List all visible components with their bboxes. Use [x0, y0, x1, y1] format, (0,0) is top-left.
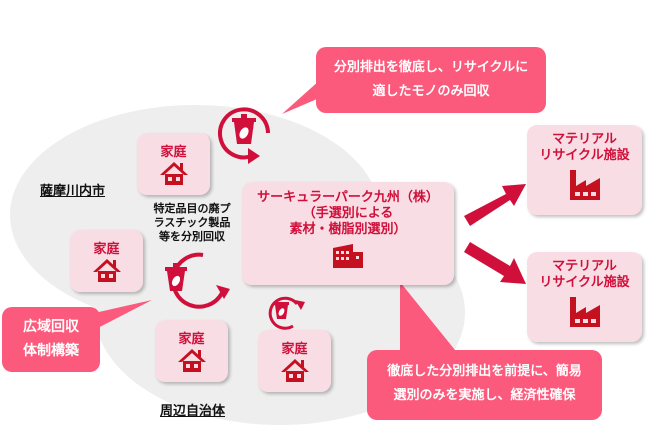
callout-left-pointer	[90, 300, 152, 332]
facility-line2: リサイクル施設	[539, 275, 630, 290]
callout-top: 分別排出を徹底し、リサイクルに 適したモノのみ回収	[316, 47, 546, 113]
circular-park-kyushu-card: サーキュラーパーク九州（株） （手選別による 素材・樹脂別選別）	[242, 182, 454, 285]
household-label: 家庭	[93, 242, 120, 257]
material-recycling-facility-card: マテリアル リサイクル施設	[527, 125, 642, 215]
house-icon	[177, 349, 206, 372]
callout-top-line2: 適したモノのみ回収	[372, 84, 490, 99]
callout-bottom: 徹底した分別排出を前提に、簡易 選別のみを実施し、経済性確保	[367, 350, 602, 420]
center-line2: （手選別による	[302, 206, 394, 221]
household-card: 家庭	[137, 133, 210, 195]
region-label-satsumasendai: 薩摩川内市	[40, 184, 106, 199]
callout-bottom-pointer	[400, 282, 455, 350]
callout-bottom-line1: 徹底した分別排出を前提に、簡易	[387, 364, 582, 379]
arrow-to-facility-top	[464, 184, 526, 226]
house-icon	[92, 259, 121, 282]
household-card: 家庭	[258, 330, 331, 392]
recycle-bin-cycle-icon	[218, 107, 270, 164]
building-icon	[333, 244, 363, 268]
household-label: 家庭	[281, 342, 308, 357]
callout-left-line1: 広域回収	[23, 319, 79, 335]
facility-line1: マテリアル	[552, 259, 617, 274]
house-icon	[159, 162, 188, 185]
recycle-bin-cycle-icon	[165, 252, 230, 309]
collection-note-line2: ラスチック製品	[153, 216, 231, 229]
collection-note-line3: 等を分別回収	[159, 230, 225, 243]
arrow-to-facility-bottom	[464, 242, 526, 284]
center-line3: 素材・樹脂別選別）	[289, 222, 407, 237]
recycle-bin-cycle-icon	[268, 296, 305, 330]
household-label: 家庭	[160, 145, 187, 160]
material-recycling-facility-card: マテリアル リサイクル施設	[527, 252, 642, 342]
house-icon	[280, 359, 309, 382]
factory-icon	[569, 297, 600, 327]
facility-line1: マテリアル	[552, 132, 617, 147]
region-label-surrounding: 周辺自治体	[160, 404, 226, 419]
collection-note-line1: 特定品目の廃プ	[153, 202, 231, 215]
household-label: 家庭	[178, 332, 205, 347]
collection-note: 特定品目の廃プ ラスチック製品 等を分別回収	[142, 202, 242, 244]
center-line1: サーキュラーパーク九州（株）	[257, 190, 439, 205]
factory-icon	[569, 170, 600, 200]
callout-bottom-line2: 選別のみを実施し、経済性確保	[393, 388, 576, 403]
callout-left-line2: 体制構築	[23, 343, 79, 359]
household-card: 家庭	[155, 320, 228, 382]
household-card: 家庭	[70, 230, 143, 292]
callout-top-line1: 分別排出を徹底し、リサイクルに	[333, 60, 529, 75]
callout-left: 広域回収 体制構築	[2, 307, 100, 372]
facility-line2: リサイクル施設	[539, 148, 630, 163]
